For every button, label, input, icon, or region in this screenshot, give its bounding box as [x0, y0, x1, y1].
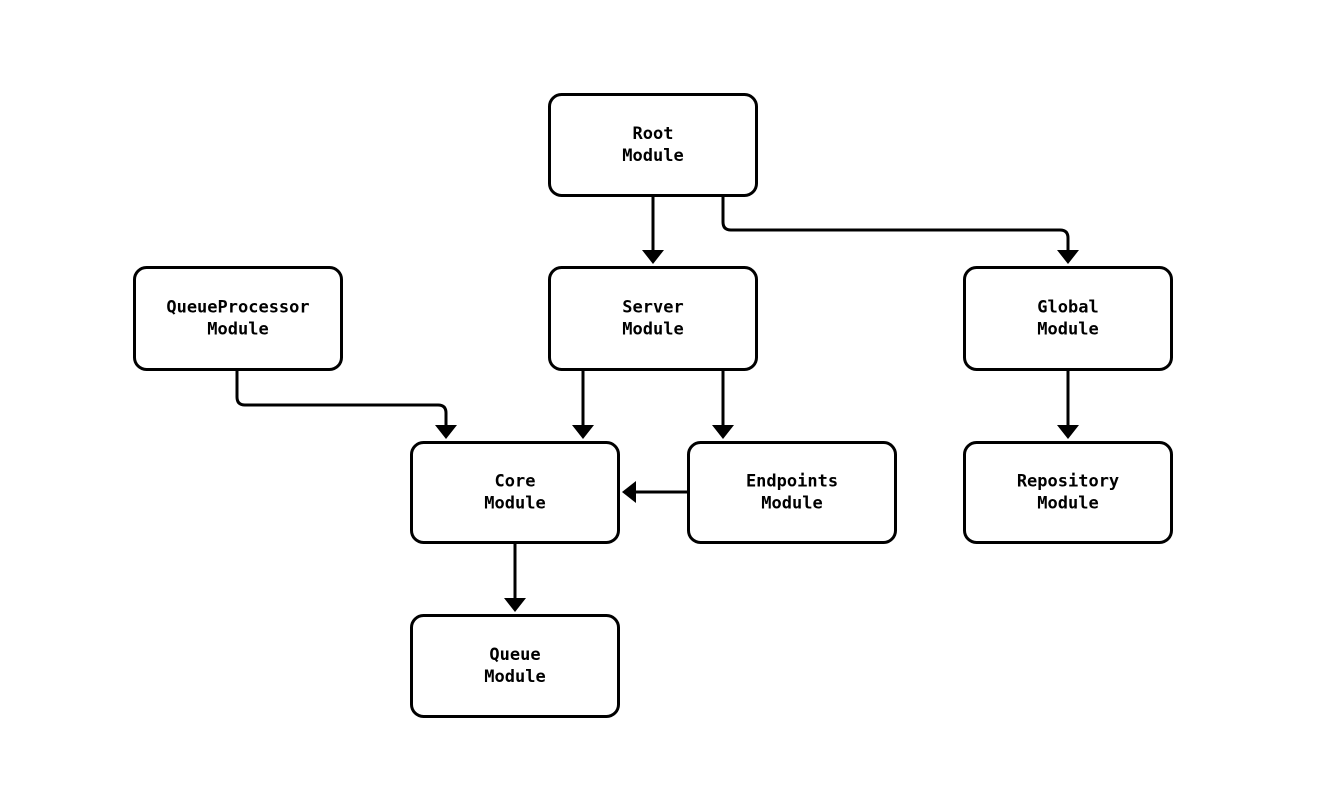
edge-arrowhead — [1057, 425, 1079, 439]
node-label-line1: Endpoints — [746, 472, 838, 492]
node-box[interactable] — [548, 266, 758, 371]
edge-root-server — [642, 197, 664, 264]
node-label-line2: Module — [207, 320, 268, 340]
node-label-line1: Core — [495, 472, 536, 492]
node-label-line1: Queue — [489, 645, 540, 665]
edge-arrowhead — [622, 481, 636, 503]
node-label-line2: Module — [484, 494, 545, 514]
node-label-line1: Server — [622, 298, 683, 318]
edge-core-queue — [504, 544, 526, 612]
node-label-line1: Repository — [1017, 472, 1119, 492]
edge-server-core — [572, 371, 594, 439]
node-label-line2: Module — [622, 320, 683, 340]
node-label-line2: Module — [761, 494, 822, 514]
node-box[interactable] — [548, 93, 758, 197]
edge-arrowhead — [572, 425, 594, 439]
edge-arrowhead — [642, 250, 664, 264]
edge-queueprocessor-core — [235, 371, 457, 439]
edge-arrowhead — [504, 598, 526, 612]
edge-endpoints-core — [622, 481, 687, 503]
edge-global-repository — [1057, 371, 1079, 439]
node-label-line2: Module — [1037, 320, 1098, 340]
node-label-line2: Module — [1037, 494, 1098, 514]
node-label-line1: Global — [1037, 298, 1098, 318]
edge-arrowhead — [1057, 250, 1079, 264]
node-box[interactable] — [410, 614, 620, 718]
edge-server-endpoints — [712, 371, 734, 439]
node-box[interactable] — [133, 266, 343, 371]
node-label-line1: QueueProcessor — [166, 298, 309, 318]
node-box[interactable] — [963, 266, 1173, 371]
edge-arrowhead — [712, 425, 734, 439]
edges-layer — [235, 197, 1079, 612]
node-box[interactable] — [410, 441, 620, 544]
node-box[interactable] — [687, 441, 897, 544]
node-label-line1: Root — [633, 124, 674, 144]
edge-arrowhead — [435, 425, 457, 439]
edge-line — [235, 371, 448, 427]
edge-root-global — [721, 197, 1079, 264]
node-box[interactable] — [963, 441, 1173, 544]
edge-line — [721, 197, 1070, 252]
node-label-line2: Module — [622, 146, 683, 166]
node-label-line2: Module — [484, 667, 545, 687]
